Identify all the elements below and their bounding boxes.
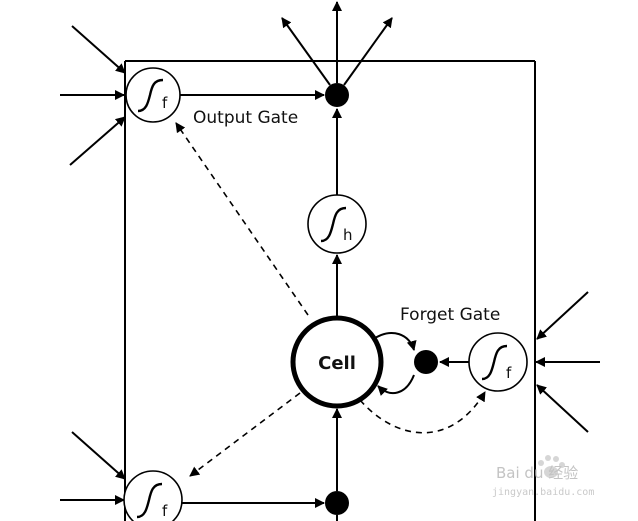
cell-to-forget-product-arrow <box>371 332 417 351</box>
forget-product-to-cell-arrow <box>377 374 415 396</box>
forget-gate-inputs <box>535 291 600 433</box>
sigmoid-icon <box>137 78 164 113</box>
peephole-forget-gate <box>359 391 486 434</box>
cell-output-sub: h <box>343 226 353 244</box>
block-outputs <box>281 1 393 86</box>
sigmoid-icon <box>320 206 347 243</box>
input-product-node <box>325 491 349 515</box>
input-gate-sub: f <box>162 502 168 520</box>
output-gate-sub: f <box>162 94 168 112</box>
memory-block-outline <box>124 60 536 521</box>
output-gate-node: f <box>125 67 181 123</box>
cell-output-node: h <box>307 194 367 254</box>
watermark-brand: Bai du 经验 <box>496 464 578 482</box>
forget-gate-sub: f <box>506 364 512 382</box>
sigmoid-icon <box>481 344 508 381</box>
sigmoid-icon <box>136 482 163 519</box>
input-gate-inputs <box>60 431 126 505</box>
forget-gate-label: Forget Gate <box>400 305 500 325</box>
cell-label: Cell <box>318 353 356 374</box>
baidu-watermark: Bai du 经验 jingyan.baidu.com <box>492 455 594 498</box>
watermark-url: jingyan.baidu.com <box>492 487 594 498</box>
output-gate-label: Output Gate <box>193 108 298 128</box>
peephole-input-gate <box>189 392 301 477</box>
output-product-node <box>325 83 349 107</box>
output-gate-inputs <box>60 25 126 166</box>
input-gate-node: f <box>123 470 183 521</box>
forget-product-node <box>414 350 438 374</box>
forget-gate-node: f <box>468 332 528 392</box>
peephole-output-gate <box>175 122 309 316</box>
cell-node: Cell <box>290 315 384 409</box>
paw-icon <box>538 455 565 478</box>
